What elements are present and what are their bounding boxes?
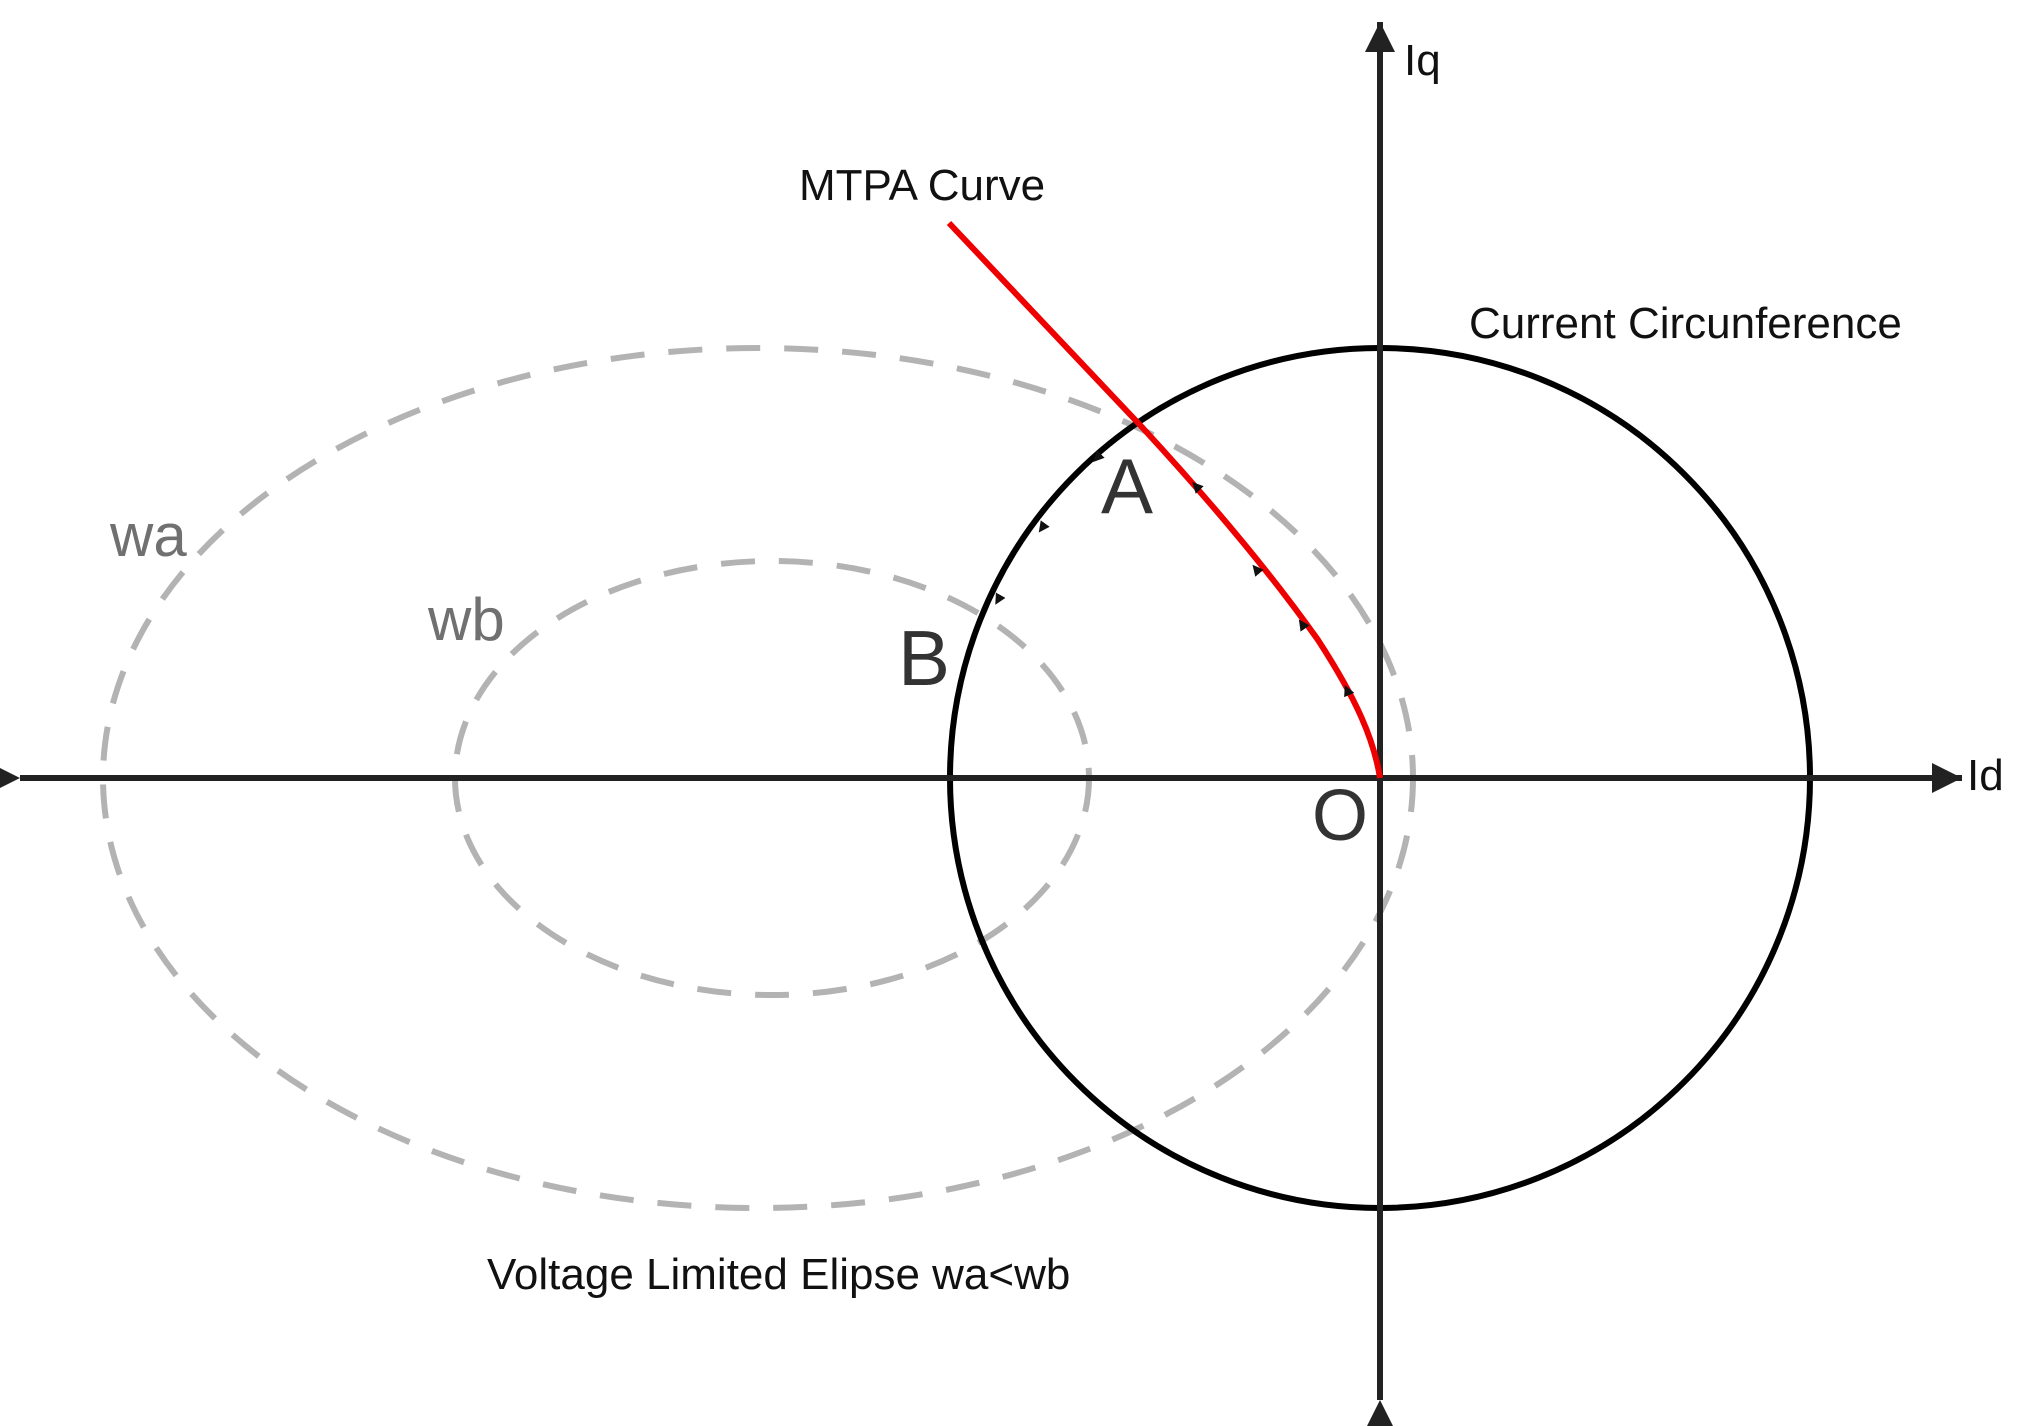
id-axis-label: Id <box>1967 751 2004 800</box>
point-b-label: B <box>898 614 950 702</box>
mtpa-curve <box>946 220 1383 779</box>
iq-axis-label: Iq <box>1404 36 1441 85</box>
mtpa-curve-label: MTPA Curve <box>799 161 1045 210</box>
wa-label: wa <box>109 502 187 569</box>
mtpa-flow-arrow-2 <box>1298 619 1310 632</box>
voltage-ellipse-label: Voltage Limited Elipse wa<wb <box>487 1250 1070 1299</box>
origin-label: O <box>1312 776 1368 856</box>
point-a-label: A <box>1101 442 1153 530</box>
wb-label: wb <box>427 586 505 653</box>
current-circle-label: Current Circunference <box>1469 299 1902 348</box>
